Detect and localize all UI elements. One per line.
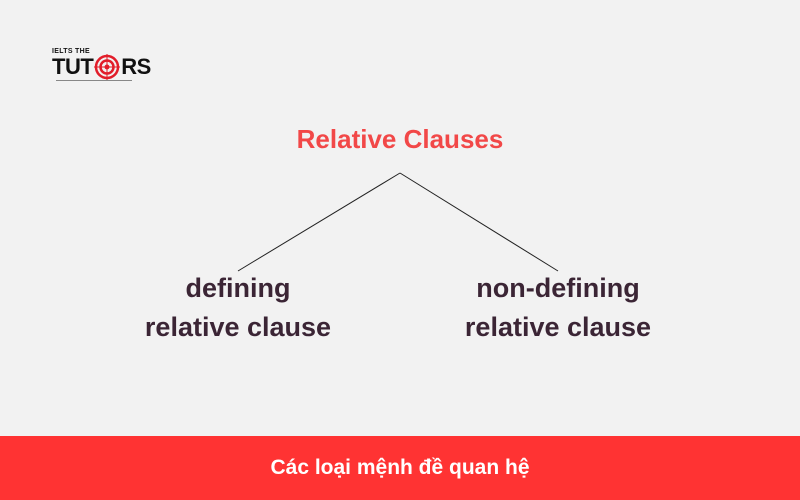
diagram-node-non-defining: non-defining relative clause	[408, 269, 708, 347]
node-line: relative clause	[464, 312, 652, 342]
footer-text: Các loại mệnh đề quan hệ	[270, 456, 530, 479]
connector-left	[237, 172, 401, 272]
logo-left-text: TUT	[52, 54, 94, 79]
node-line: defining	[185, 273, 291, 303]
brand-logo: IELTS THE TUT RS	[50, 44, 151, 86]
footer-banner: Các loại mệnh đề quan hệ	[0, 436, 800, 500]
logo-small-text: IELTS THE	[52, 48, 90, 55]
node-line: relative clause	[144, 312, 332, 342]
logo-tagline	[56, 80, 132, 81]
logo-wordmark: TUT RS	[52, 54, 151, 80]
node-line: non-defining	[476, 273, 640, 303]
logo-right-text: RS	[121, 54, 151, 79]
target-icon	[94, 54, 121, 80]
connector-right	[399, 172, 559, 272]
diagram-node-defining: defining relative clause	[88, 269, 388, 347]
diagram-root: Relative Clauses	[296, 124, 504, 154]
